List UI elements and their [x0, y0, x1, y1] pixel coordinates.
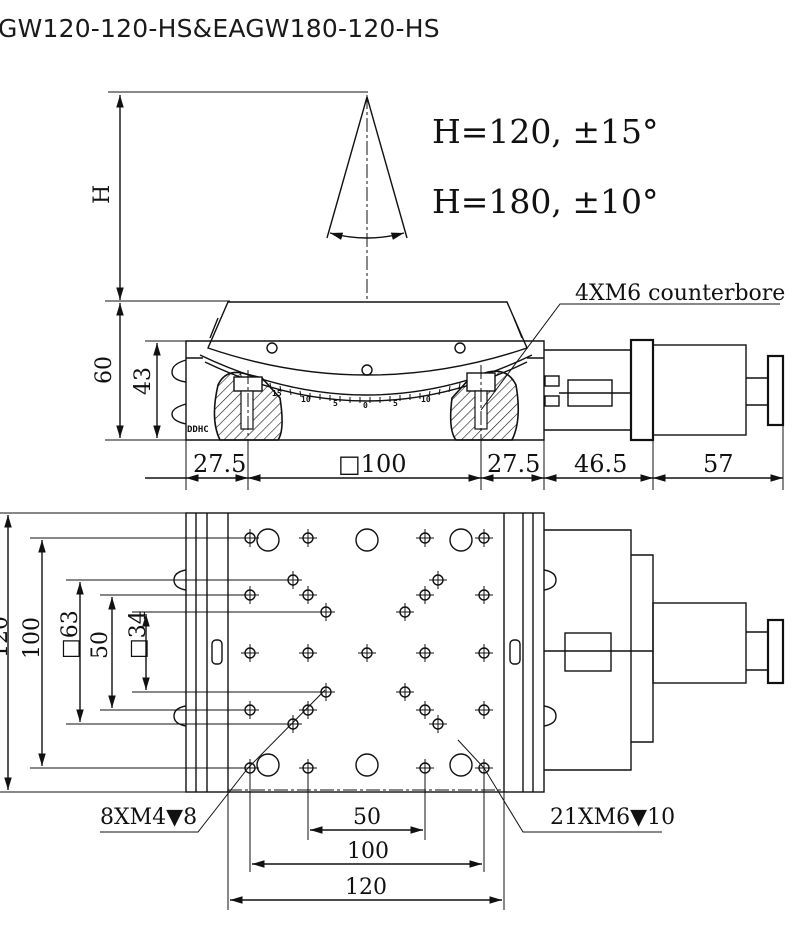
hole-crosshair-18	[299, 701, 317, 719]
dim-43: 43	[131, 367, 156, 395]
dim-100-horizontal: 100	[347, 839, 389, 864]
hole-pattern	[241, 529, 493, 777]
hole-crosshair-3	[475, 529, 493, 547]
hole-crosshair-11	[396, 603, 414, 621]
hole-crosshair-16	[475, 644, 493, 662]
hole-crosshair-14	[358, 644, 376, 662]
drawing-title: GW120-120-HS&EAGW180-120-HS	[0, 14, 440, 43]
scale-mark-5-left: 5	[333, 399, 338, 408]
hole-callouts: 8XM4▼8 21XM6▼10	[100, 689, 675, 833]
hole-crosshair-9	[429, 571, 447, 589]
dim-50-vertical: 50	[88, 631, 113, 659]
hole-crosshair-2	[416, 529, 434, 547]
dim-57: 57	[703, 450, 734, 478]
hole-crosshair-19	[416, 701, 434, 719]
hole-crosshair-24	[429, 715, 447, 733]
hole-crosshair-1	[299, 529, 317, 547]
label-8xm4: 8XM4▼8	[100, 805, 197, 830]
hole-crosshair-20	[475, 701, 493, 719]
dim-square-100: □100	[338, 450, 406, 478]
dim-50-horizontal: 50	[353, 805, 381, 830]
hole-crosshair-15	[416, 644, 434, 662]
hole-crosshair-13	[299, 644, 317, 662]
dim-square-63: □63	[58, 610, 83, 659]
scale-mark-5-right: 5	[393, 399, 398, 408]
hole-crosshair-6	[416, 586, 434, 604]
dim-27-5-left: 27.5	[193, 450, 246, 478]
hole-crosshair-12	[241, 644, 259, 662]
dim-60: 60	[92, 356, 117, 384]
plan-bottom-dimensions: 50 100 120	[227, 770, 505, 910]
side-view: 60 43 15 10 5 0 5 10 DDHC	[92, 281, 785, 490]
height-symbol-label: H	[90, 185, 115, 204]
hole-crosshair-7	[475, 586, 493, 604]
dim-46-5: 46.5	[574, 450, 627, 478]
scale-mark-10-left: 10	[301, 395, 311, 404]
range-note-h180: H=180, ±10°	[432, 182, 659, 221]
dim-120-horizontal: 120	[345, 875, 387, 900]
height-h-dimension: H	[90, 91, 368, 300]
dim-square-34: □34	[126, 610, 151, 659]
brand-mark: DDHC	[187, 425, 209, 435]
range-note-h120: H=120, ±15°	[432, 112, 659, 151]
dim-27-5-right: 27.5	[487, 450, 540, 478]
label-21xm6: 21XM6▼10	[550, 805, 675, 830]
hole-crosshair-5	[299, 586, 317, 604]
dim-100-vertical: 100	[20, 617, 45, 659]
plan-left-dimensions: 120 100 □63 50 □34	[0, 512, 326, 793]
scale-mark-0: 0	[363, 401, 368, 410]
swing-cone	[326, 95, 408, 300]
hole-crosshair-22	[396, 683, 414, 701]
counterbore-label: 4XM6 counterbore	[575, 281, 785, 306]
dim-120-vertical-partial: 120	[0, 616, 13, 658]
scale-mark-10-right: 10	[421, 395, 431, 404]
